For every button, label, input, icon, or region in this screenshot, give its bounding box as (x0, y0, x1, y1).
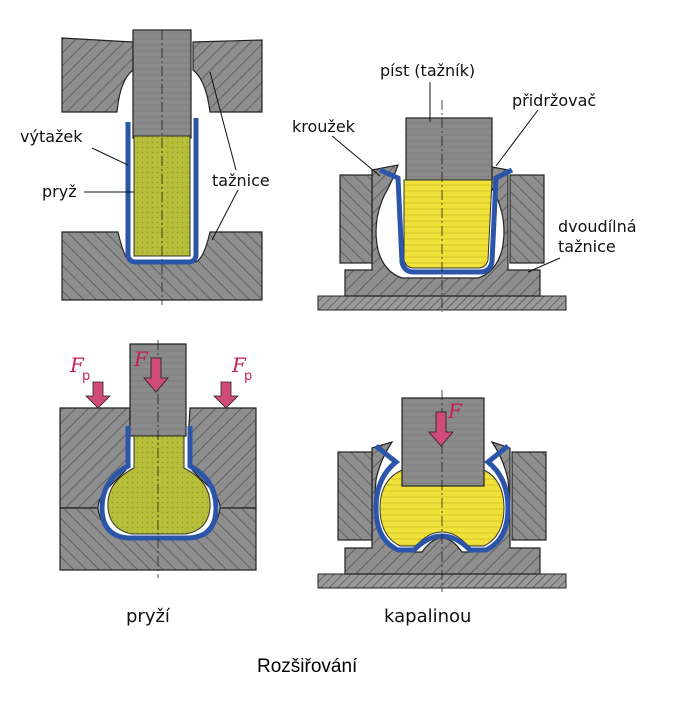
upper-die-left (61, 37, 134, 113)
label-dvoudilna-2: tažnice (558, 237, 616, 256)
label-pryz: pryž (42, 182, 77, 201)
force-arrow-fp-left (85, 381, 111, 409)
caption-right: kapalinou (384, 606, 471, 627)
label-vytazek: výtažek (20, 127, 83, 146)
force-arrow-f-punch (143, 357, 169, 393)
label-krouzek: kroužek (292, 117, 356, 136)
leader-taznice-1 (209, 71, 237, 171)
panel-bottom-left: F p F F p pryží (59, 340, 257, 627)
ring-right-top-right (509, 174, 545, 264)
label-f-liquid: F (447, 399, 463, 423)
liquid-top-right (403, 179, 493, 269)
label-taznice: tažnice (212, 171, 270, 190)
figure-title: Rozšiřování (257, 656, 358, 677)
ring-left-top-right (339, 174, 373, 264)
leader-dvoudilna (527, 257, 561, 273)
blank-bottom-left (99, 426, 219, 541)
ring-left-bottom-right (337, 451, 373, 541)
leader-taznice-2 (211, 189, 239, 241)
label-fp-right-sub: p (244, 369, 252, 384)
panel-top-left: výtažek pryž tažnice (20, 29, 270, 305)
label-fp-right: F (231, 353, 247, 377)
caption-left: pryží (126, 606, 171, 627)
label-pist: píst (tažník) (380, 61, 475, 80)
rubber-bottom-left (107, 435, 211, 535)
panel-top-right: píst (tažník) kroužek přidržovač dvoudíl… (292, 61, 637, 312)
label-pridrzovac: přidržovač (512, 91, 596, 110)
blank-top-right (378, 167, 514, 275)
punch-top-right (405, 117, 493, 181)
label-fp-left-sub: p (82, 369, 90, 384)
leader-krouzek (331, 135, 381, 177)
label-dvoudilna-1: dvoudílná (558, 217, 637, 236)
label-fp-left: F (69, 353, 85, 377)
leader-pridrzovac (495, 109, 539, 167)
force-arrow-fp-right (213, 381, 239, 409)
ring-right-bottom-right (511, 451, 547, 541)
upper-die-right (192, 39, 263, 113)
label-f-punch: F (133, 347, 149, 371)
leader-vytazek (91, 147, 129, 166)
force-arrow-f-liquid (428, 411, 454, 447)
blank-top-left (125, 118, 199, 265)
panel-bottom-right: F kapalinou (317, 390, 567, 627)
